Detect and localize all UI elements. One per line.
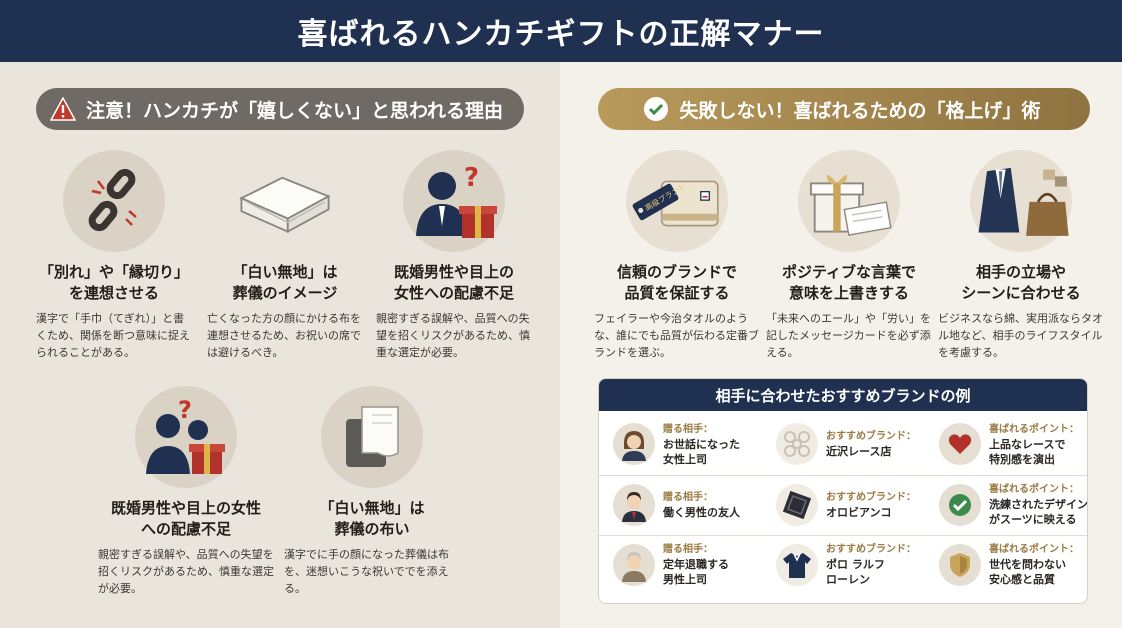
page-title: 喜ばれるハンカチギフトの正解マナー: [297, 17, 825, 52]
broken-chain-icon: [63, 150, 165, 252]
reason-card-2-text: 亡くなった方の顔にかける布を連想させるため、お祝いの席では避けるべき。: [207, 312, 361, 359]
reason-card-5-title: 「白い無地」は 葬儀の布い: [319, 499, 425, 538]
recipient-label: 贈る相手：: [663, 544, 713, 555]
warning-heading-text: 注意！ハンカチが「嬉しくない」と思われる理由: [86, 99, 504, 122]
warning-heading: 注意！ハンカチが「嬉しくない」と思われる理由: [36, 88, 524, 130]
point-value: 世代を問わない 安心感と品質: [989, 558, 1066, 586]
success-heading: 失敗しない！喜ばれるための「格上げ」術: [598, 88, 1090, 130]
brand-label: おすすめブランド：: [826, 544, 916, 555]
tip-card-1-text: フェイラーや今治タオルのような、誰にでも品質が伝わる定番ブランドを選ぶ。: [594, 312, 759, 359]
recipient-label: 贈る相手：: [663, 491, 713, 503]
recipient-value: 定年退職する 男性上司: [663, 558, 729, 586]
check-icon: [939, 483, 981, 526]
tip-card-3-title: 相手の立場や シーンに合わせる: [961, 263, 1081, 302]
reason-card-1-text: 漢字で「手巾（てぎれ）」と書くため、関係を断つ意味に捉えられることがある。: [36, 312, 190, 359]
title-banner: 喜ばれるハンカチギフトの正解マナー: [0, 0, 1122, 62]
point-value: 上品なレースで 特別感を演出: [989, 437, 1066, 466]
warning-icon: [50, 96, 76, 122]
white-towel-icon: [234, 150, 336, 252]
reason-card-1-title: 「別れ」や「縁切り」 を連想させる: [38, 263, 189, 302]
reason-card-5: 「白い無地」は 葬儀の布い 漢字でに手の顔になった葬儀は布を、迷想いこうな祝いで…: [282, 386, 462, 597]
tip-card-3-text: ビジネスなら綿、実用派ならタオル地など、相手のライフスタイルを考慮する。: [938, 312, 1103, 359]
brand-label: おすすめブランド：: [826, 491, 916, 503]
recipient-value: 働く男性の友人: [663, 505, 740, 519]
reason-card-1: 「別れ」や「縁切り」 を連想させる 漢字で「手巾（てぎれ）」と書くため、関係を断…: [34, 150, 194, 361]
table-row: 贈る相手： 定年退職する 男性上司 おすすめブランド： ポロ ラルフ ローレン 喜ば…: [599, 535, 1087, 593]
gift-box-card-icon: [798, 150, 900, 252]
reason-card-3: ? 既婚男性や目上の 女性への配慮不足 親密すぎる誤解や、品質への失望を招くリス…: [374, 150, 534, 361]
reason-card-3-title: 既婚男性や目上の 女性への配慮不足: [393, 263, 514, 302]
lace-icon: [776, 423, 818, 465]
senior-man-avatar-icon: [613, 543, 655, 586]
brand-recommendation-table: 相手に合わせたおすすめブランドの例 贈る相手： お世話になった 女性上司 おすすめ…: [598, 378, 1088, 604]
tip-card-2-title: ポジティブな言葉で 意味を上書きする: [781, 263, 917, 302]
reason-card-4-text: 親密すぎる誤解や、品質への失望を招くリスクがあるため、慎重な選定が必要。: [98, 548, 274, 595]
reason-card-2: 「白い無地」は 葬儀のイメージ 亡くなった方の顔にかける布を連想させるため、お祝…: [205, 150, 365, 361]
point-label: 喜ばれるポイント：: [989, 484, 1079, 495]
success-heading-text: 失敗しない！喜ばれるための「格上げ」術: [679, 99, 1041, 122]
man-gift-question-icon: ?: [135, 386, 237, 488]
woman-avatar-icon: [613, 423, 655, 465]
brand-value: 近沢レース店: [826, 445, 892, 458]
check-circle-icon: [643, 96, 669, 122]
tip-card-1-title: 信頼のブランドで 品質を保証する: [616, 263, 737, 302]
reason-card-5-text: 漢字でに手の顔になった葬儀は布を、迷想いこうな祝いででを添える。: [284, 548, 449, 595]
reason-card-4-title: 既婚男性や目上の女性 への配慮不足: [110, 499, 261, 538]
svg-text:?: ?: [178, 396, 192, 424]
table-row: 贈る相手： 働く男性の友人 おすすめブランド： オロビアンコ 喜ばれるポイント： 洗練…: [599, 475, 1088, 533]
dark-handkerchief-icon: [776, 483, 818, 526]
point-label: 喜ばれるポイント：: [989, 544, 1079, 555]
man-avatar-icon: [613, 483, 655, 526]
table-row: 贈る相手： お世話になった 女性上司 おすすめブランド： 近沢レース店 喜ばれるポイ…: [599, 415, 1087, 473]
tip-card-2-text: 「未来へのエール」や「労い」を記したメッセージカードを必ず添える。: [766, 312, 931, 359]
reason-card-3-text: 親密すぎる誤解や、品質への失望を招くリスクがあるため、慎重な選定が必要。: [376, 312, 530, 359]
brand-value: オロビアンコ: [826, 505, 892, 519]
suit-bag-icon: [970, 150, 1072, 252]
brand-tag-towel-icon: 高級ブランド: [626, 150, 728, 252]
tip-card-2: ポジティブな言葉で 意味を上書きする 「未来へのエール」や「労い」を記したメッセ…: [764, 150, 934, 361]
point-label: 喜ばれるポイント：: [989, 423, 1079, 435]
polo-shirt-icon: [776, 543, 818, 586]
shield-icon: [939, 543, 981, 586]
reason-card-2-title: 「白い無地」は 葬儀のイメージ: [232, 263, 338, 302]
tip-card-1: 高級ブランド 信頼のブランドで 品質を保証する フェイラーや今治タオルのような、…: [592, 150, 762, 361]
point-value: 洗練されたデザイン がスーツに映える: [989, 498, 1088, 526]
brand-value: ポロ ラルフ ローレン: [826, 558, 885, 586]
man-gift-question-icon: ?: [403, 150, 505, 252]
heart-icon: [939, 423, 981, 465]
brand-label: おすすめブランド：: [826, 431, 916, 442]
reason-card-4: ? 既婚男性や目上の女性 への配慮不足 親密すぎる誤解や、品質への失望を招くリス…: [96, 386, 276, 597]
folded-cloth-icon: [321, 386, 423, 488]
brand-table-title: 相手に合わせたおすすめブランドの例: [599, 379, 1087, 411]
recipient-label: 贈る相手：: [663, 423, 713, 435]
recipient-value: お世話になった 女性上司: [663, 437, 740, 466]
svg-text:?: ?: [464, 163, 479, 193]
tip-card-3: 相手の立場や シーンに合わせる ビジネスなら綿、実用派ならタオル地など、相手のラ…: [936, 150, 1106, 361]
